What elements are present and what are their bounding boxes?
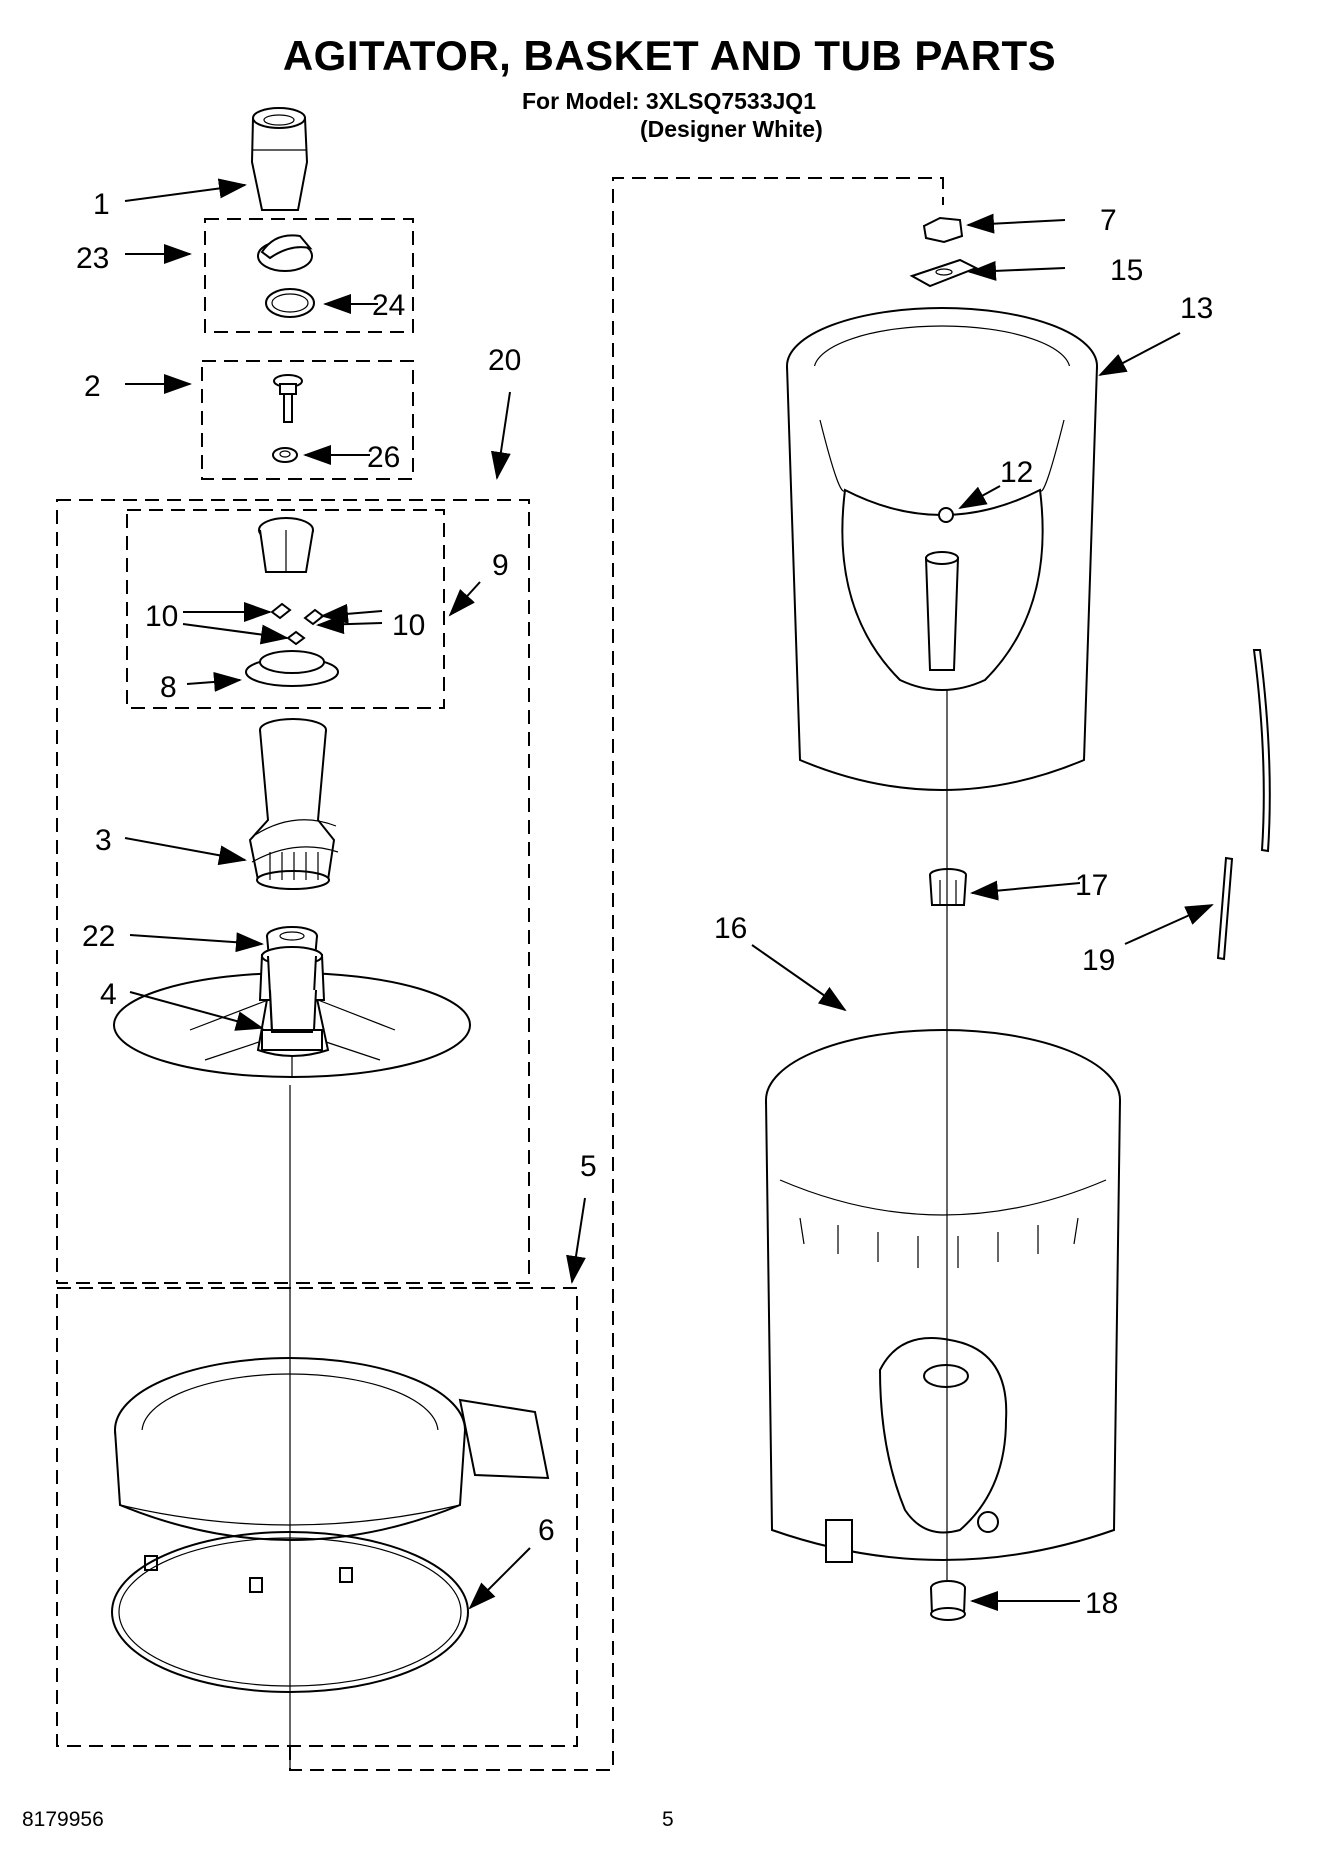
- part-9-cam: [258, 517, 314, 573]
- part-17-hub: [929, 868, 967, 906]
- callout-5: 5: [580, 1150, 597, 1183]
- callout-13: 13: [1180, 292, 1213, 325]
- part-18-fitting: [930, 1580, 966, 1621]
- assembly-link-line: [289, 177, 944, 1771]
- part-4-lower-agitator: [113, 946, 471, 1078]
- callout-2: 2: [84, 370, 101, 403]
- group-box-20-agitator: [56, 499, 530, 1284]
- part-7-nut: [922, 216, 964, 244]
- part-3-auger: [248, 718, 339, 890]
- callout-23: 23: [76, 242, 109, 275]
- callout-17: 17: [1075, 869, 1108, 902]
- group-box-2-26: [201, 360, 414, 480]
- part-1-dispenser-cup: [250, 107, 309, 211]
- callout-18: 18: [1085, 1587, 1118, 1620]
- part-23-cap: [257, 234, 313, 272]
- page-number: 5: [662, 1808, 674, 1831]
- callout-3: 3: [95, 824, 112, 857]
- callout-9: 9: [492, 549, 509, 582]
- part-2-bolt: [273, 374, 303, 423]
- part-24-o-ring: [265, 288, 315, 318]
- callout-19: 19: [1082, 944, 1115, 977]
- callout-10a: 10: [145, 600, 178, 633]
- callout-12: 12: [1000, 456, 1033, 489]
- callout-6: 6: [538, 1514, 555, 1547]
- part-13-basket: [786, 307, 1098, 791]
- callout-22: 22: [82, 920, 115, 953]
- part-16-tub: [765, 1029, 1121, 1563]
- callout-26: 26: [367, 441, 400, 474]
- callout-8: 8: [160, 671, 177, 704]
- document-number: 8179956: [22, 1808, 104, 1831]
- model-variant: (Designer White): [640, 116, 823, 142]
- model-line: For Model: 3XLSQ7533JQ1: [522, 88, 816, 114]
- callout-16: 16: [714, 912, 747, 945]
- part-8-cam-base: [245, 650, 339, 687]
- callout-20: 20: [488, 344, 521, 377]
- part-26-washer: [272, 447, 298, 463]
- group-box-9-cam: [126, 509, 445, 709]
- page-title: AGITATOR, BASKET AND TUB PARTS: [282, 32, 1057, 79]
- part-19-tube: [1216, 649, 1271, 961]
- callout-4: 4: [100, 978, 117, 1011]
- callout-10b: 10: [392, 609, 425, 642]
- group-box-5-ring: [56, 1287, 578, 1747]
- callout-24: 24: [372, 289, 405, 322]
- callout-1: 1: [93, 188, 110, 221]
- part-5-tub-ring: [114, 1357, 550, 1593]
- group-box-23-24: [204, 218, 414, 333]
- part-15-plate: [909, 258, 979, 288]
- callout-7: 7: [1100, 204, 1117, 237]
- callout-15: 15: [1110, 254, 1143, 287]
